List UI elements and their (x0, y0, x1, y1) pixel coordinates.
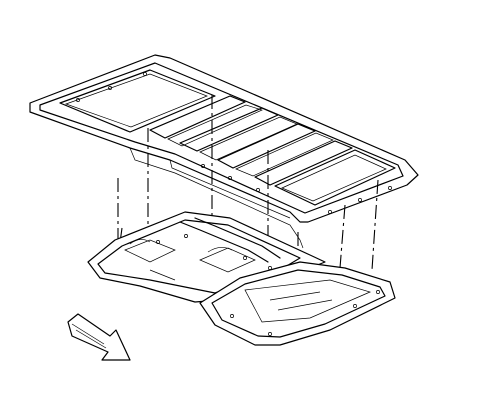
roof-panel-assembly (29, 54, 419, 249)
front-direction-arrow (67, 313, 131, 361)
rear-floor-panel (199, 261, 396, 346)
